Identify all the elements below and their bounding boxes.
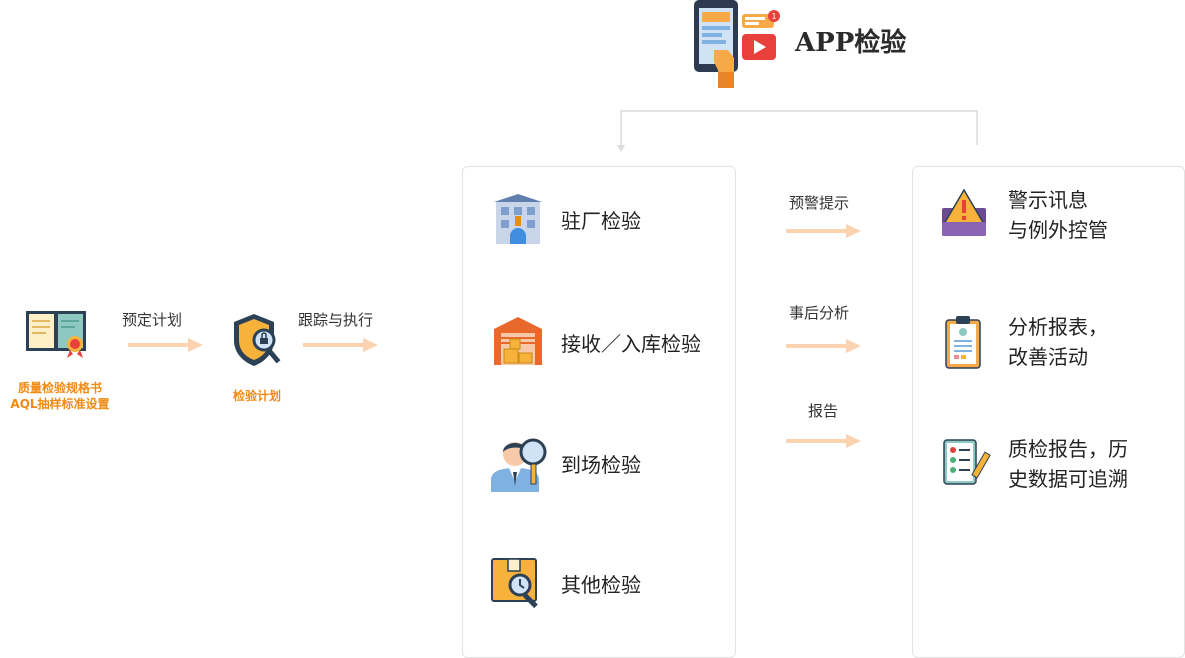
arrow-right-icon [303,337,379,352]
warning-inbox-icon [940,188,988,238]
spec-caption-line1: 质量检验规格书 [17,381,102,395]
inspection-type-label: 其他检验 [561,573,641,597]
svg-text:1: 1 [771,12,776,21]
inspection-plan-caption: 检验计划 [232,389,281,403]
clipboard-report-icon [944,314,984,370]
arrow-right-icon [786,433,862,448]
box-inspection-icon [490,555,546,611]
arrow-right-icon [786,338,862,353]
outcome-line: 改善活动 [1008,345,1088,369]
warehouse-icon [492,313,544,367]
spec-book-icon [25,308,91,358]
arrow-right-icon [128,337,204,352]
track-execute-label: 跟踪与执行 [298,311,374,329]
outcome-line: 警示讯息 [1008,188,1088,212]
inspection-type-label: 驻厂检验 [561,209,641,233]
mobile-app-icon: 1 [690,0,782,90]
outcome-line: 与例外控管 [1008,218,1108,242]
arrow-right-icon [786,223,862,238]
connector-label: 预警提示 [789,194,850,212]
inspection-type-label: 接收／入库检验 [561,332,701,356]
app-inspection-title: APP检验 [795,28,907,58]
factory-building-icon [492,192,544,246]
header-bracket-connector [610,105,990,155]
inspector-magnifier-icon [489,434,549,492]
outcome-line: 质检报告，历 [1008,437,1128,461]
connector-label: 事后分析 [789,304,850,322]
inspection-type-label: 到场检验 [561,453,641,477]
spec-caption-line2: AQL抽样标准设置 [10,397,110,411]
outcome-line: 史数据可追溯 [1008,467,1128,491]
checklist-pen-icon [942,438,992,488]
outcomes-panel [912,166,1185,658]
connector-label: 报告 [808,402,839,420]
outcome-line: 分析报表， [1008,315,1108,339]
schedule-plan-label: 预定计划 [122,311,183,329]
shield-magnifier-icon [232,312,286,372]
